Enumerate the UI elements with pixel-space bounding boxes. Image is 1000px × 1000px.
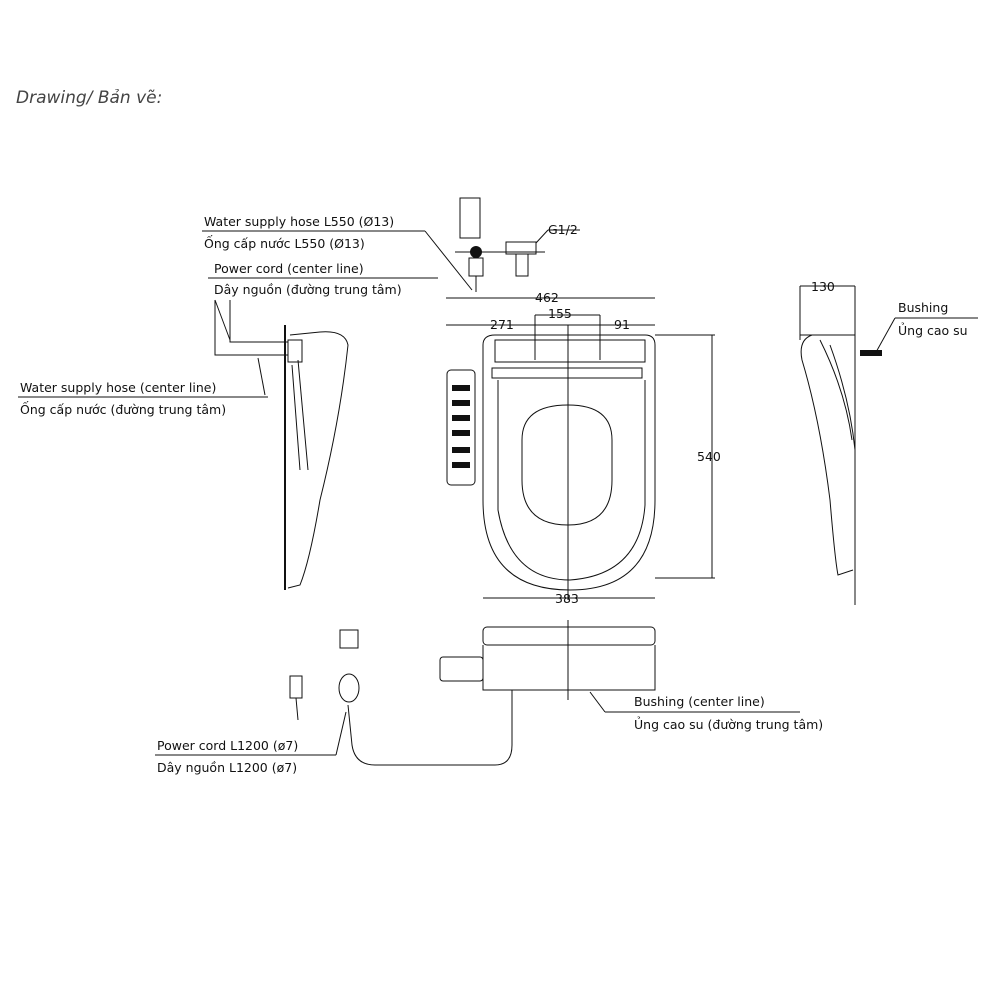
drawing-title: Drawing/ Bản vẽ:	[16, 88, 163, 108]
label-power-center-en: Power cord (center line)	[214, 261, 364, 276]
label-power-length-vi: Dây nguồn L1200 (ø7)	[157, 760, 297, 775]
left-side-view	[214, 299, 349, 590]
dim-center-span: 155	[548, 306, 572, 321]
dim-length: 540	[697, 449, 721, 464]
label-water-hose-en: Water supply hose L550 (Ø13)	[204, 214, 394, 229]
label-water-hose-vi: Ống cấp nước L550 (Ø13)	[204, 235, 365, 251]
label-bushing-center-en: Bushing (center line)	[634, 694, 765, 709]
label-power-center-vi: Dây nguồn (đường trung tâm)	[214, 282, 402, 297]
dim-width-total: 462	[535, 290, 559, 305]
dim-bottom-width: 383	[555, 591, 579, 606]
dim-right-offset: 91	[614, 317, 630, 332]
label-bushing-en: Bushing	[898, 300, 948, 315]
label-water-center-en: Water supply hose (center line)	[20, 380, 216, 395]
top-view	[446, 197, 715, 600]
dim-left-offset: 271	[490, 317, 514, 332]
label-bushing-vi: Ủng cao su	[898, 322, 968, 338]
front-view	[289, 620, 656, 766]
label-bushing-center-vi: Ủng cao su (đường trung tâm)	[634, 716, 823, 732]
label-water-center-vi: Ống cấp nước (đường trung tâm)	[20, 401, 226, 417]
label-power-length-en: Power cord L1200 (ø7)	[157, 738, 298, 753]
dim-depth: 130	[811, 279, 835, 294]
label-thread: G1/2	[548, 222, 578, 237]
right-side-view	[799, 285, 882, 605]
